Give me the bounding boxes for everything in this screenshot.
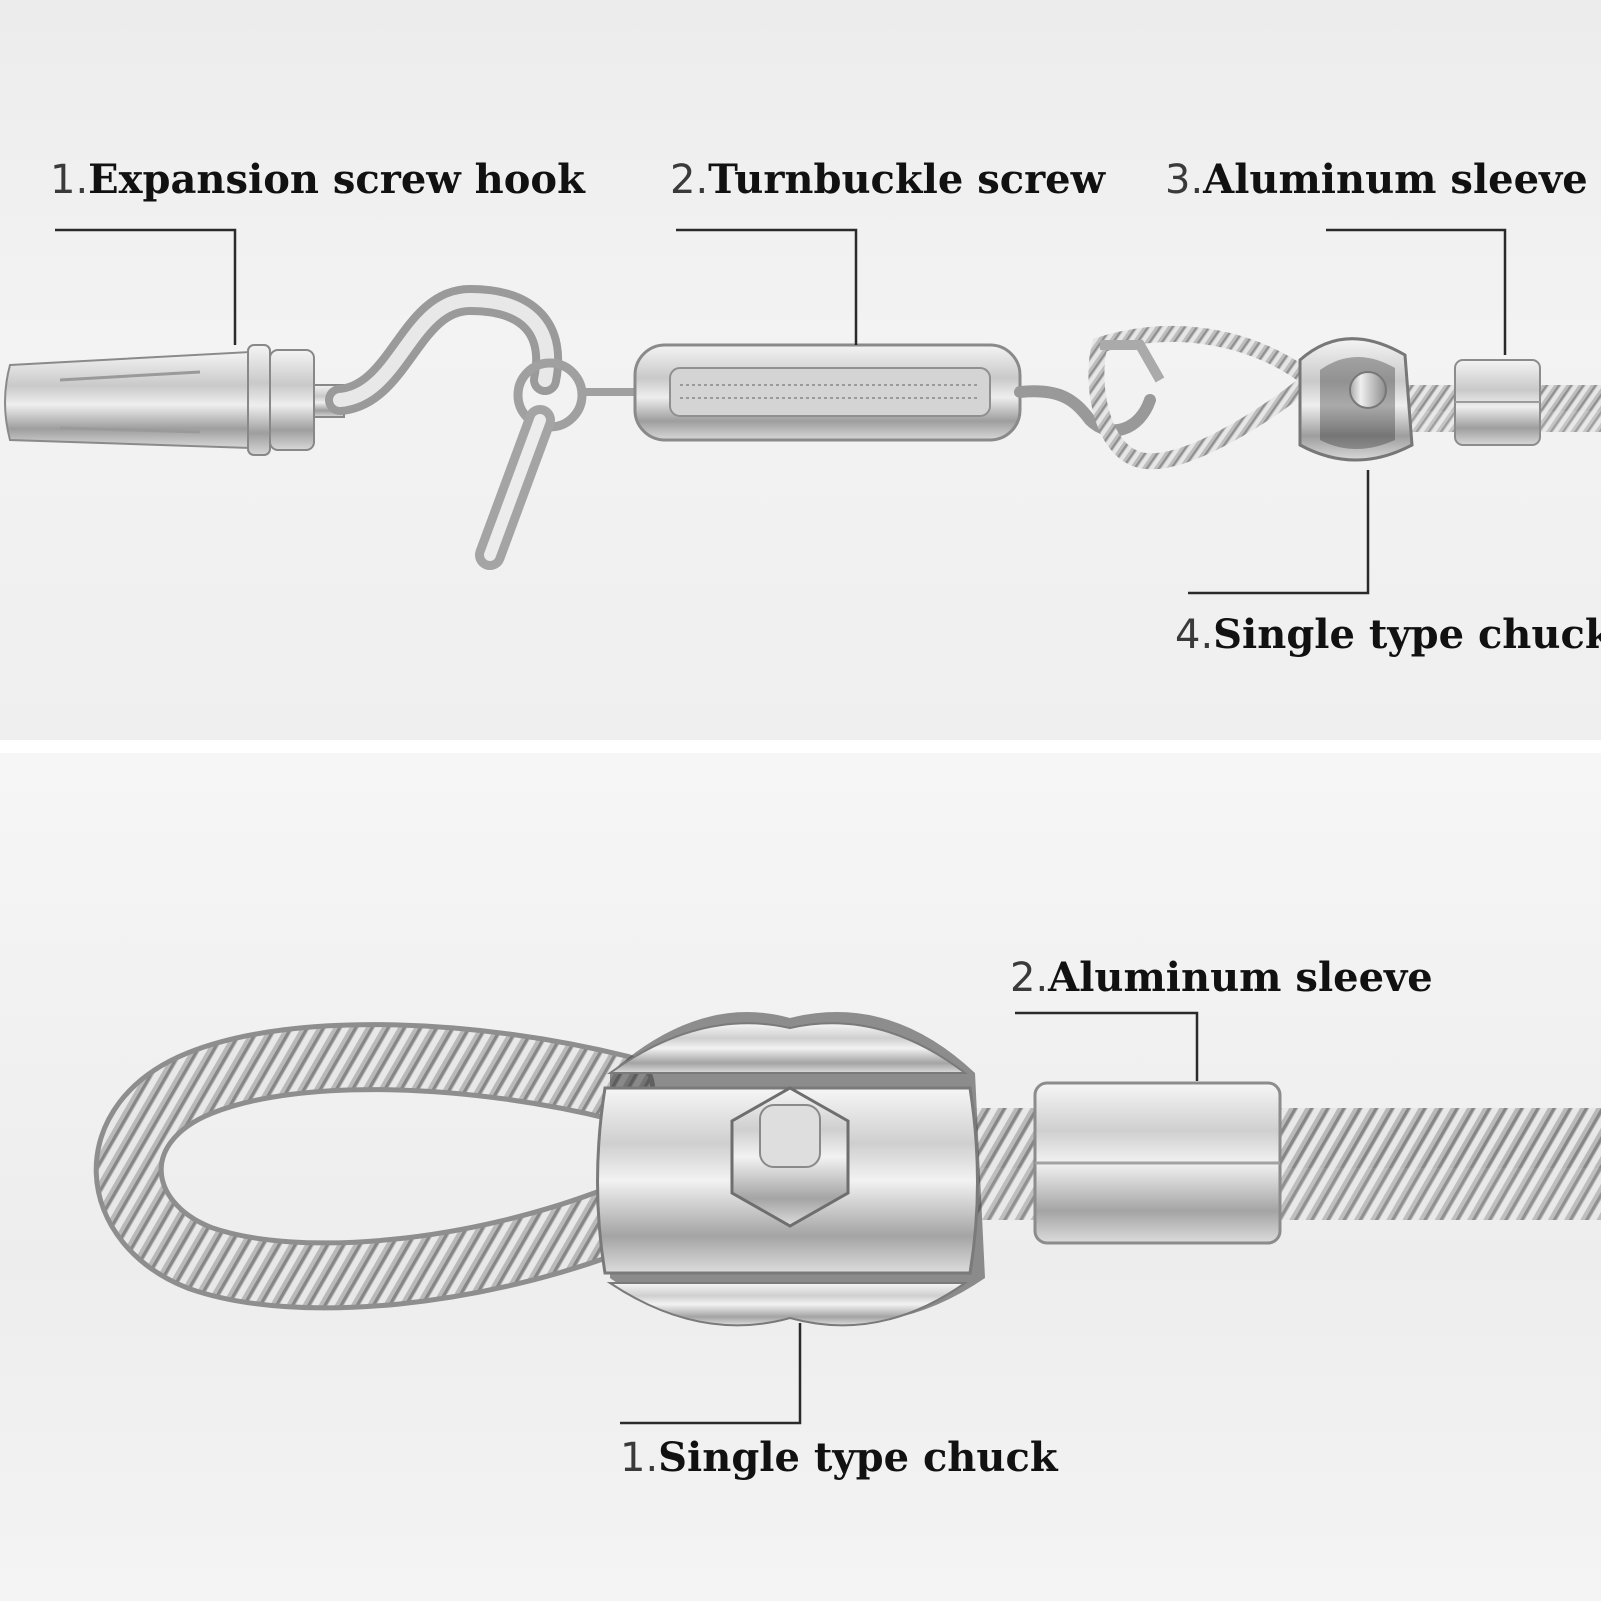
label-number: 1. — [620, 1435, 659, 1481]
leader-line-single-type-chuck — [1188, 470, 1370, 595]
leader-lines-bottom — [620, 1011, 1199, 1425]
label-text: Single type chuck — [1213, 611, 1601, 658]
hook-graphic — [325, 284, 587, 570]
label-single-type-chuck: 4.Single type chuck — [1175, 612, 1601, 658]
panel-divider — [0, 740, 1601, 753]
leader-lines-top — [55, 228, 1507, 595]
turnbuckle-graphic — [580, 343, 1156, 442]
single-chuck-graphic-bottom — [596, 1012, 985, 1327]
aluminum-sleeve-graphic-bottom — [1033, 1081, 1282, 1245]
single-chuck-graphic — [1298, 337, 1414, 462]
label-aluminum-sleeve-bottom: 2.Aluminum sleeve — [1010, 955, 1433, 1001]
bottom-hardware-illustration — [93, 1011, 1601, 1425]
bottom-product-panel: 2.Aluminum sleeve 1.Single type chuck — [0, 753, 1601, 1601]
leader-line-single-type-chuck — [620, 1323, 802, 1425]
label-turnbuckle-screw: 2.Turnbuckle screw — [670, 157, 1105, 203]
top-product-panel: 1.Expansion screw hook 2.Turnbuckle scre… — [0, 0, 1601, 740]
label-number: 2. — [670, 157, 709, 203]
label-text: Aluminum sleeve — [1203, 156, 1588, 203]
expansion-bolt-graphic — [4, 344, 345, 456]
label-text: Turnbuckle screw — [708, 156, 1106, 203]
label-text: Aluminum sleeve — [1048, 954, 1433, 1001]
leader-line-expansion-screw-hook — [55, 228, 237, 345]
label-expansion-screw-hook: 1.Expansion screw hook — [50, 157, 585, 203]
top-hardware-illustration — [4, 228, 1601, 595]
label-number: 4. — [1175, 612, 1214, 658]
label-number: 3. — [1165, 157, 1204, 203]
label-aluminum-sleeve: 3.Aluminum sleeve — [1165, 157, 1588, 203]
leader-line-aluminum-sleeve — [1326, 228, 1507, 355]
label-single-type-chuck-bottom: 1.Single type chuck — [620, 1435, 1058, 1481]
leader-line-aluminum-sleeve — [1015, 1011, 1199, 1081]
leader-line-turnbuckle-screw — [676, 228, 858, 345]
label-text: Single type chuck — [658, 1434, 1058, 1481]
label-number: 2. — [1010, 955, 1049, 1001]
label-number: 1. — [50, 157, 89, 203]
aluminum-sleeve-graphic — [1454, 359, 1541, 446]
label-text: Expansion screw hook — [88, 156, 585, 203]
